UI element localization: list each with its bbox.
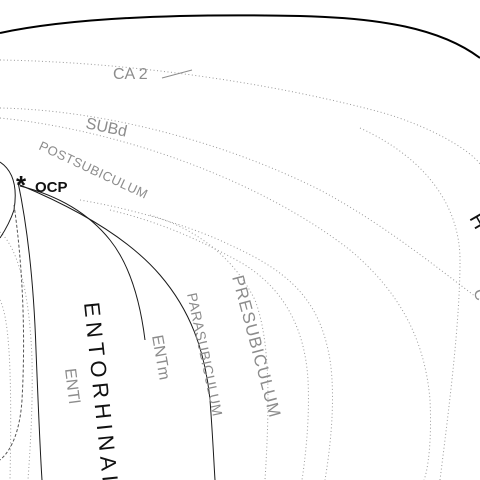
layer-boundary-9 — [0, 299, 12, 480]
edge-letter-1: H — [465, 210, 480, 234]
subd-label: SUBd — [84, 115, 128, 140]
entorhinal-left-border — [17, 181, 43, 480]
layer-boundary-6 — [149, 214, 269, 480]
entm-label: ENTm — [148, 334, 173, 382]
ca2-leader-line — [161, 69, 193, 79]
edge-letter-2: C — [470, 288, 480, 302]
presubiculum-label: PRESUBICULUM — [228, 273, 284, 420]
ocp-label: OCP — [35, 179, 68, 196]
entorhinal-label: ENTORHINAL — [79, 301, 124, 480]
ocp-curve-left — [0, 161, 16, 239]
parasubiculum-label: PARASUBICULUM — [184, 291, 226, 418]
layer-boundary-1 — [0, 59, 480, 165]
layer-boundary-2 — [0, 107, 480, 301]
entorhinal-left-border-dashed — [0, 204, 25, 461]
layer-boundary-3 — [0, 117, 432, 480]
ocp-marker: * — [16, 170, 27, 200]
layer-boundary-7 — [359, 127, 461, 480]
entl-label: ENTl — [61, 367, 82, 404]
layer-boundary-5 — [109, 209, 309, 480]
layer-boundary-8 — [0, 231, 33, 480]
ca2-label: CA 2 — [113, 66, 148, 83]
outer-boundary — [0, 14, 480, 59]
lateral-border — [19, 185, 146, 341]
